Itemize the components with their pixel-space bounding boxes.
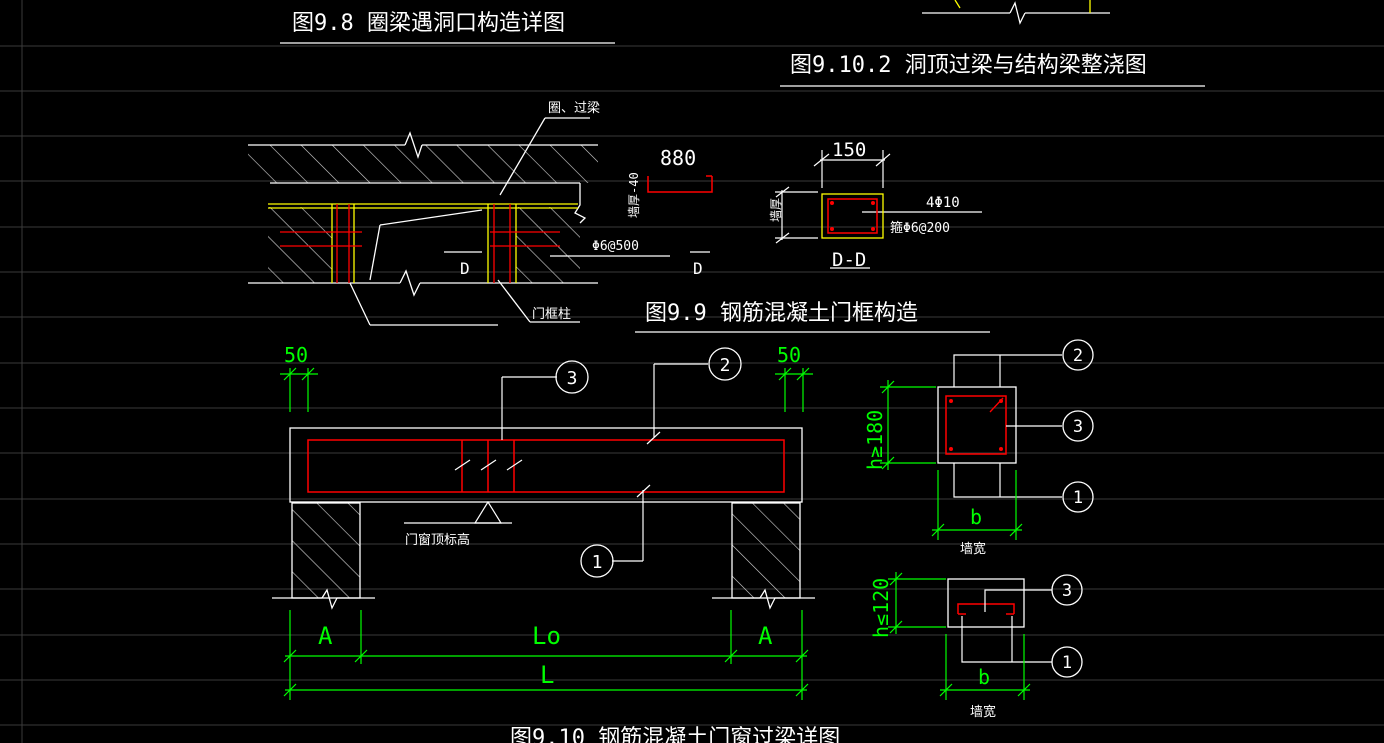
section-d-d: 150 墙厚 4Φ10 箍Φ6@200 D-D: [769, 139, 982, 271]
section-mark-right: D: [693, 259, 703, 278]
lintel-reinforcement: [307, 439, 785, 493]
upper-callout-2: 2: [1073, 346, 1083, 366]
ring-beam-label: 圈、过梁: [548, 101, 600, 116]
wall-upper-hatch: [248, 145, 598, 183]
titles: 图9.8 圈梁遇洞口构造详图 图9.10.2 洞顶过梁与结构梁整浇图 图9.9 …: [280, 11, 1205, 743]
door-post-label: 门框柱: [532, 307, 571, 322]
dim-50-left: 50: [284, 343, 308, 367]
lower-callout-1: 1: [1062, 653, 1072, 673]
upper-beam-outline: [937, 386, 1017, 464]
support-right: [731, 502, 801, 599]
dd-wall-thickness: 墙厚: [769, 198, 783, 222]
lower-width-b: b: [978, 665, 990, 689]
callout-2-circle: [708, 347, 742, 381]
title-fig-9-9: 图9.9 钢筋混凝土门框构造: [645, 301, 918, 326]
upper-height-label: h≥180: [863, 410, 887, 470]
upper-width-b: b: [970, 505, 982, 529]
fig-9-8-drawing: 圈、过梁 Φ6@500 D D 门框柱 880 墙厚-40: [248, 101, 713, 326]
main-bars-label: 4Φ10: [926, 195, 960, 211]
upper-callout-3: 3: [1073, 417, 1083, 437]
upper-wall-width-label: 墙宽: [960, 541, 986, 557]
callout-1-circle: [580, 544, 614, 578]
opening-top-elevation: 门窗顶标高: [405, 532, 470, 548]
dim-a-left: A: [318, 622, 333, 650]
beam-outline: [821, 193, 884, 239]
section-lower: h≤120 b 墙宽 3 1: [869, 572, 1083, 720]
top-fragment: [922, 0, 1110, 25]
dd-section-title: D-D: [832, 249, 866, 271]
lintel-outline: [289, 427, 803, 503]
title-fig-9-10-2: 图9.10.2 洞顶过梁与结构梁整浇图: [790, 53, 1147, 78]
stirrups-label: 箍Φ6@200: [890, 220, 950, 236]
lower-bar: [957, 603, 1015, 614]
lower-beam-outline: [947, 578, 1025, 628]
dim-lo: Lo: [532, 622, 561, 650]
callout-3: 3: [567, 368, 578, 389]
lower-height-label: h≤120: [869, 578, 893, 638]
bent-bar-shape: [647, 176, 713, 193]
section-upper: h≥180 b 墙宽 2 3 1: [863, 339, 1094, 557]
stirrup-spacing-label: Φ6@500: [592, 239, 639, 254]
stirrup-outline: [827, 198, 878, 234]
callout-1: 1: [592, 552, 603, 573]
dim-150: 150: [832, 139, 866, 161]
upper-stirrup: [945, 395, 1007, 455]
lower-callout-3: 3: [1062, 581, 1072, 601]
dim-880: 880: [660, 146, 696, 170]
callout-2: 2: [720, 355, 731, 376]
callout-3-circle: [555, 360, 589, 394]
title-fig-9-8: 图9.8 圈梁遇洞口构造详图: [292, 11, 565, 36]
upper-callout-1: 1: [1073, 488, 1083, 508]
dim-50-right: 50: [777, 343, 801, 367]
lower-wall-width-label: 墙宽: [970, 704, 996, 720]
dim-l: L: [540, 661, 554, 689]
wall-right-hatch: [516, 207, 580, 283]
title-fig-9-10: 图9.10 钢筋混凝土门窗过梁详图: [510, 726, 840, 743]
dim-a-right: A: [758, 622, 773, 650]
section-mark-left: D: [460, 259, 470, 278]
fig-9-10-lintel: 50 50: [272, 343, 815, 700]
support-left: [291, 502, 361, 599]
wall-left-hatch: [268, 207, 332, 283]
wall-thickness-minus-40: 墙厚-40: [627, 172, 641, 218]
